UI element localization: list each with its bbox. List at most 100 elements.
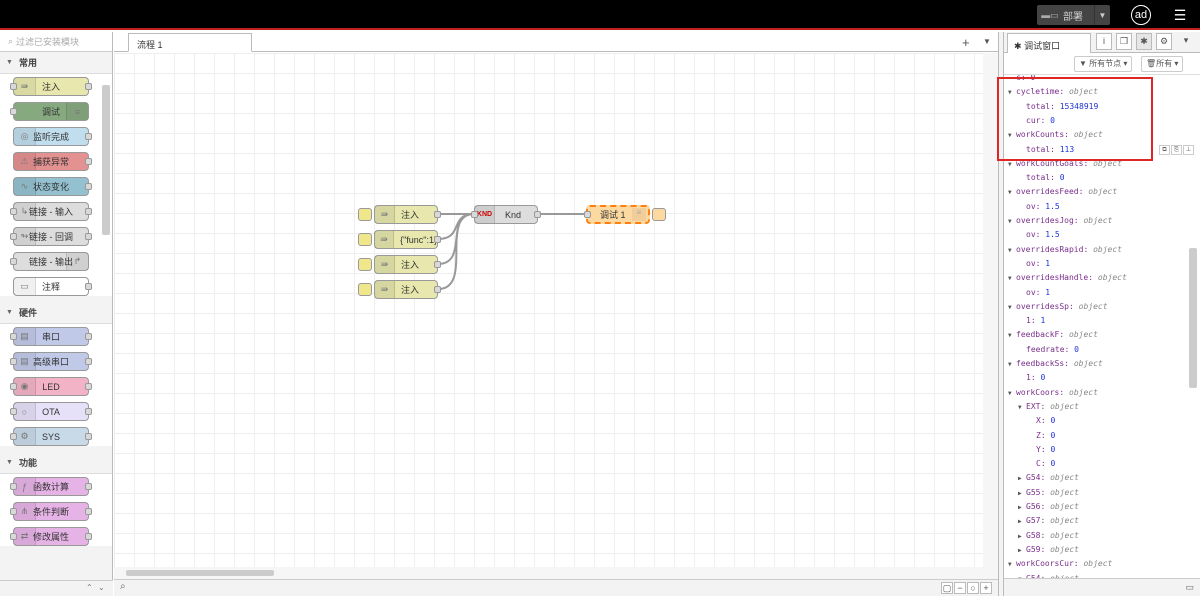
debug-row[interactable]: ▼feedbackSs: object [1008,357,1103,371]
user-avatar[interactable]: ad [1131,5,1151,25]
dock-icon[interactable]: ▭ [1185,582,1194,592]
inject-trigger-button[interactable] [358,233,372,246]
filter-nodes-button[interactable]: ▼ 所有节点 ▾ [1074,56,1133,72]
palette-node[interactable]: ⇄修改属性 [10,527,92,546]
inject-node[interactable]: ⇛ {"func":1} [358,230,441,249]
zoom-reset-icon[interactable]: ○ [967,582,979,594]
chevron-down-icon[interactable]: ▼ [1008,160,1012,168]
palette-node[interactable]: ↳链接 - 输入 [10,202,92,221]
debug-row[interactable]: ▶G58: object [1018,529,1079,543]
zoom-in-icon[interactable]: + [980,582,992,594]
chevron-down-icon[interactable]: ▼ [1008,189,1012,197]
chevron-down-icon[interactable]: ▼ [1008,561,1012,569]
expand-all-icon[interactable]: ⌄ [98,583,105,592]
debug-row[interactable]: cur: 0 [1026,115,1055,125]
debug-row[interactable]: ▶G54: object [1018,471,1079,485]
palette-category[interactable]: ▼硬件 [0,302,112,324]
palette-node[interactable]: ▤串口 [10,327,92,346]
debug-row[interactable]: Z: 0 [1036,430,1056,440]
chevron-down-icon[interactable]: ▼ [1008,218,1012,225]
chevron-right-icon[interactable]: ▶ [1018,546,1022,554]
workspace-vertical-scrollbar[interactable] [983,53,998,567]
debug-row[interactable]: ▼workCountGoals: object [1008,157,1122,171]
deploy-menu-caret-icon[interactable]: ▼ [1094,5,1110,25]
chevron-down-icon[interactable]: ▾ [1183,35,1189,45]
palette-node[interactable]: ▤高级串口 [10,352,92,371]
palette-node[interactable]: ▭注释 [13,277,92,296]
debug-row[interactable]: ▶G55: object [1018,486,1079,500]
chevron-down-icon[interactable]: ▼ [1008,132,1012,140]
debug-row[interactable]: ▼workCoors: object [1008,386,1098,400]
debug-row[interactable]: 1: 0 [1026,373,1046,383]
palette-scrollbar[interactable] [102,85,110,235]
workspace-horizontal-scrollbar[interactable] [114,567,998,579]
collapse-all-icon[interactable]: ⌃ [86,583,93,592]
hamburger-icon[interactable]: ☰ [1173,7,1187,23]
palette-search-input[interactable]: 过滤已安装模块 [16,37,80,47]
pin-icon[interactable]: ⊥ [1183,145,1194,155]
debug-row[interactable]: ov: 1 [1026,258,1051,268]
debug-row[interactable]: ▼overridesJog: object [1008,214,1112,228]
debug-row[interactable]: ▼overridesHandle: object [1008,271,1127,285]
tab-debug[interactable]: ✱ 调试窗口 [1007,33,1091,53]
debug-row[interactable]: ▶G57: object [1018,514,1079,528]
palette-node[interactable]: ○OTA [10,402,92,421]
palette-search[interactable]: ⌕ 过滤已安装模块 [0,32,112,52]
debug-row[interactable]: ▼overridesFeed: object [1008,185,1117,199]
debug-row[interactable]: C: 0 [1036,459,1056,469]
palette-node[interactable]: ⚙SYS [10,427,92,446]
info-icon[interactable]: i [1096,33,1112,50]
flow-canvas[interactable]: ⇛ 注入 ⇛ {"func":1} ⇛ 注入 ⇛ 注入 KND Knd 调试 1… [114,53,998,567]
debug-tab-icon[interactable]: ✱ [1136,33,1152,50]
palette-node[interactable]: ∿状态变化 [13,177,92,196]
debug-row[interactable]: Y: 0 [1036,444,1056,454]
debug-row[interactable]: ▶G59: object [1018,543,1079,557]
chevron-down-icon[interactable]: ▼ [1018,573,1026,579]
debug-row[interactable]: total: 113 [1026,144,1075,154]
debug-row[interactable]: ▼overridesRapid: object [1008,243,1122,257]
chevron-right-icon[interactable]: ▶ [1018,532,1022,540]
debug-row[interactable]: total: 15348919 [1026,101,1099,111]
debug-row[interactable]: ▼EXT: object [1018,400,1079,414]
debug-row[interactable]: ▶G56: object [1018,500,1079,514]
debug-row[interactable]: ov: 1.5 [1026,201,1060,211]
debug-row[interactable]: ▼G54: object [1018,572,1079,579]
chevron-right-icon[interactable]: ▶ [1018,518,1022,526]
tab-flow-1[interactable]: 流程 1 [128,33,252,52]
debug-row[interactable]: ▼overridesSp: object [1008,300,1108,314]
clear-messages-button[interactable]: 🗑所有 ▾ [1141,56,1184,72]
debug-row[interactable]: X: 0 [1036,416,1056,426]
output-port[interactable] [434,261,441,268]
navigator-icon[interactable]: ▢ [941,582,953,594]
chevron-down-icon[interactable]: ▼ [1008,389,1012,397]
debug-row[interactable]: feedrate: 0 [1026,344,1079,354]
input-port[interactable] [471,211,478,218]
inject-trigger-button[interactable] [358,283,372,296]
palette-node[interactable]: ⇛注入 [10,77,92,96]
chevron-right-icon[interactable]: ▶ [1018,475,1022,483]
search-icon[interactable]: ⌕ [120,581,126,592]
debug-toggle-button[interactable] [652,208,666,221]
inject-trigger-button[interactable] [358,258,372,271]
palette-node[interactable]: ↬链接 - 回调 [10,227,92,246]
output-port[interactable] [434,211,441,218]
palette-category[interactable]: ▼功能 [0,452,112,474]
gear-icon[interactable]: ⚙ [1156,33,1172,50]
palette-node[interactable]: ◎监听完成 [13,127,92,146]
debug-row[interactable]: ▼workCounts: object [1008,128,1103,142]
chevron-down-icon[interactable]: ▼ [1018,403,1022,411]
chevron-down-icon[interactable]: ▼ [983,37,991,46]
chevron-down-icon[interactable]: ▼ [1008,89,1012,97]
inject-node[interactable]: ⇛ 注入 [358,205,441,224]
debug-row[interactable]: 1: 1 [1026,316,1046,326]
copy-value-icon[interactable]: ⎘ [1171,145,1182,155]
inject-node[interactable]: ⇛ 注入 [358,255,441,274]
debug-row[interactable]: ov: 1.5 [1026,230,1060,240]
chevron-down-icon[interactable]: ▼ [1008,361,1012,368]
output-port[interactable] [434,236,441,243]
sidebar-scrollbar[interactable] [1189,248,1197,388]
output-port[interactable] [434,286,441,293]
chevron-down-icon[interactable]: ▼ [1008,246,1012,254]
debug-node[interactable]: 调试 1 ≡ [584,205,666,224]
debug-row[interactable]: total: 0 [1026,173,1065,183]
